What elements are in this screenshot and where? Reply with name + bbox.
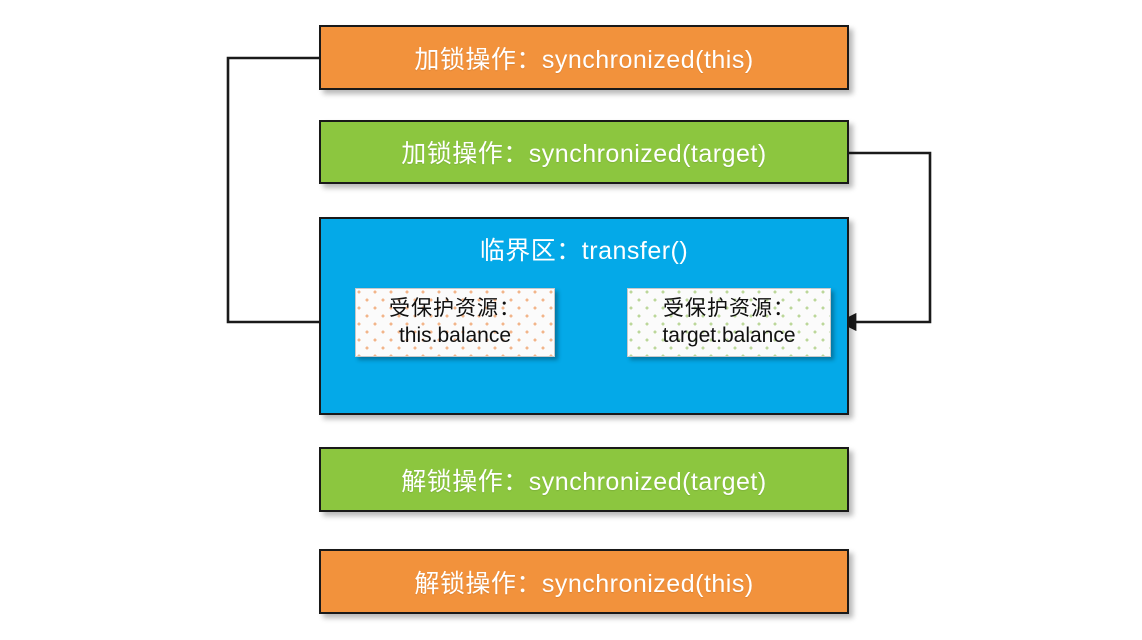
bar-unlock-target[interactable]: 解锁操作：synchronized(target) [319, 447, 849, 512]
bar-unlock-this[interactable]: 解锁操作：synchronized(this) [319, 549, 849, 614]
resource-target-balance-heading: 受保护资源： [663, 297, 795, 321]
bar-unlock-this-label: 解锁操作：synchronized(this) [414, 569, 754, 598]
bar-lock-target[interactable]: 加锁操作：synchronized(target) [319, 120, 849, 184]
resource-this-balance[interactable]: 受保护资源： this.balance [355, 288, 555, 357]
resource-this-balance-value: this.balance [398, 323, 512, 347]
resource-this-balance-heading: 受保护资源： [389, 297, 521, 321]
resource-target-balance[interactable]: 受保护资源： target.balance [627, 288, 831, 357]
bar-lock-this[interactable]: 加锁操作：synchronized(this) [319, 25, 849, 90]
critical-section[interactable]: 临界区：transfer() 受保护资源： this.balance 受保护资源… [319, 217, 849, 415]
bar-lock-target-label: 加锁操作：synchronized(target) [401, 140, 767, 168]
critical-section-title: 临界区：transfer() [479, 237, 689, 265]
bar-lock-this-label: 加锁操作：synchronized(this) [414, 45, 754, 74]
bar-unlock-target-label: 解锁操作：synchronized(target) [401, 467, 767, 496]
connector-target-lock-to-target-balance [838, 151, 932, 332]
resource-target-balance-value: target.balance [662, 323, 796, 347]
